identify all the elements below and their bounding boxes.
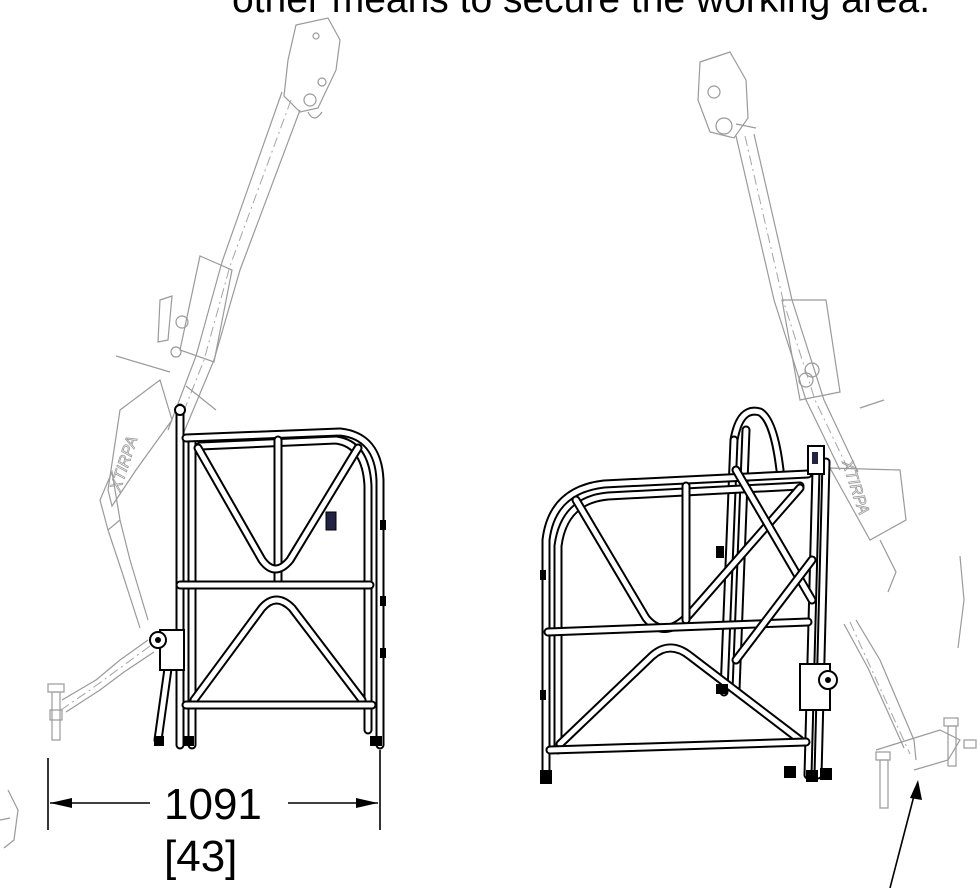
dimension-value: 1091: [164, 780, 262, 829]
left-davit-arm-ghost: [0, 17, 341, 849]
right-brand-mark: XTIRPA: [838, 457, 872, 517]
right-gate-frame: [540, 406, 838, 784]
right-davit-arm-ghost: [697, 51, 977, 809]
dimension-alt-value: [43]: [164, 832, 238, 881]
dimension-line: [47, 750, 381, 830]
left-gate-frame: [149, 403, 386, 750]
pointer-line: [889, 780, 922, 888]
caption-text: other means to secure the working area.: [232, 0, 930, 22]
